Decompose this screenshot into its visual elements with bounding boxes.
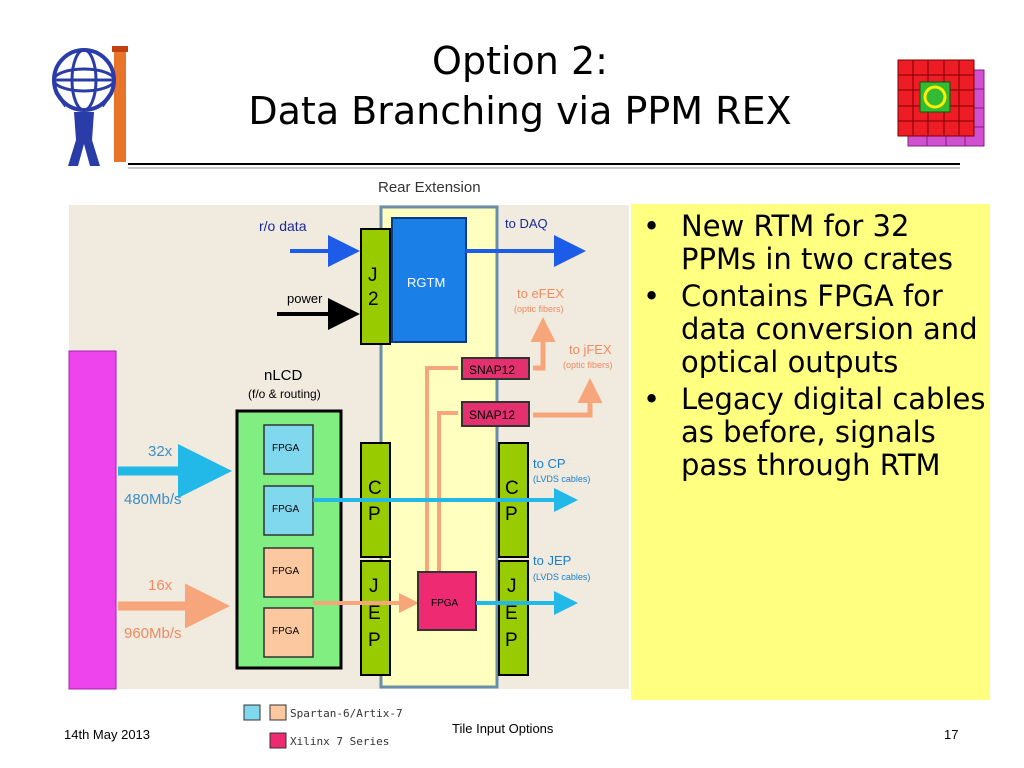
title-rule-shadow	[128, 167, 960, 169]
j2-letter-2: 2	[368, 289, 379, 310]
nlcd-fpga-4-label: FPGA	[272, 626, 300, 637]
legend-spartan-label: Spartan-6/Artix-7	[290, 707, 403, 720]
nlcd-fpga-1	[263, 424, 314, 475]
jep-connector-right	[498, 560, 529, 676]
jep-right-letter-2: E	[505, 603, 518, 624]
bullet-list: • New RTM for 32 PPMs in two crates • Cont…	[631, 204, 990, 482]
efex-fiber-arrow	[530, 317, 556, 371]
fpga-to-snap12-b	[437, 411, 458, 572]
bullet-dot: •	[643, 382, 661, 416]
rex-fpga	[417, 571, 477, 631]
nlcd-label: nLCD	[264, 367, 303, 384]
footer-title: Tile Input Options	[452, 721, 554, 736]
to-cp-label: to CP	[533, 456, 566, 471]
snap12-a	[461, 357, 530, 380]
to-jfex-sub: (optic fibers)	[563, 360, 613, 370]
calorimeter-grid-icon	[897, 59, 985, 147]
to-jfex-label: to jFEX	[569, 342, 612, 357]
fpga-to-snap12-a	[425, 366, 458, 572]
jep-left-letter-1: J	[369, 576, 379, 597]
rgtm-label: RGTM	[407, 275, 445, 290]
power-label: power	[287, 291, 323, 306]
page-number: 17	[944, 727, 959, 742]
title-rule	[128, 163, 960, 165]
rgtm-block	[391, 217, 467, 343]
snap12-a-label: SNAP12	[469, 363, 515, 377]
bullet-item: • Contains FPGA for data conversion and o…	[631, 280, 990, 379]
slide-title: Option 2: Data Branching via PPM REX	[140, 36, 900, 136]
to-jep-sub: (LVDS cables)	[533, 572, 590, 582]
to-efex-label: to eFEX	[517, 286, 564, 301]
legend-swatch-cyan	[243, 704, 261, 721]
backplane-bar	[68, 350, 117, 690]
to-efex-sub: (optic fibers)	[514, 304, 564, 314]
title-line-2: Data Branching via PPM REX	[248, 89, 792, 133]
ro-data-label: r/o data	[259, 218, 307, 234]
bullet-item: • Legacy digital cables as before, signal…	[631, 383, 990, 482]
jep-left-letter-2: E	[368, 603, 381, 624]
cp-left-letter-2: P	[368, 504, 381, 525]
to-cp-sub: (LVDS cables)	[533, 474, 590, 484]
bullet-text: Legacy digital cables as before, signals…	[681, 382, 986, 482]
nlcd-sublabel: (f/o & routing)	[248, 387, 321, 401]
to-daq-label: to DAQ	[505, 216, 548, 231]
nlcd-fpga-3-label: FPGA	[272, 566, 300, 577]
bullet-box: • New RTM for 32 PPMs in two crates • Cont…	[631, 204, 990, 700]
legend-xilinx-label: Xilinx 7 Series	[290, 735, 389, 748]
input-bottom-rate: 960Mb/s	[124, 625, 182, 642]
snap12-b	[461, 401, 530, 427]
input-top-count: 32x	[148, 443, 173, 460]
input-bottom-count: 16x	[148, 577, 173, 594]
title-line-1: Option 2:	[432, 39, 608, 83]
snap12-b-label: SNAP12	[469, 408, 515, 422]
nlcd-fpga-3	[263, 547, 314, 598]
jep-connector-left	[360, 560, 391, 676]
cp-left-letter-1: C	[368, 478, 382, 499]
to-jep-label: to JEP	[533, 553, 571, 568]
nlcd-fpga-2-label: FPGA	[272, 504, 300, 515]
nlcd-fpga-1-label: FPGA	[272, 443, 300, 454]
jfex-fiber-arrow	[533, 378, 603, 418]
j2-connector	[360, 228, 391, 345]
jep-left-letter-3: P	[368, 630, 381, 651]
nlcd-fpga-2	[263, 485, 314, 536]
input-top-rate: 480Mb/s	[124, 491, 182, 508]
rear-extension-label: Rear Extension	[378, 179, 481, 196]
nlcd-fpga-4	[263, 607, 314, 658]
rex-diagram: Rear Extension r/o data power J 2 RGTM t…	[68, 179, 629, 749]
rex-fpga-label: FPGA	[431, 598, 459, 609]
legend-swatch-peach	[269, 704, 287, 721]
bullet-item: • New RTM for 32 PPMs in two crates	[631, 210, 990, 276]
jep-right-letter-3: P	[505, 630, 518, 651]
cp-right-letter-2: P	[505, 504, 518, 525]
bullet-dot: •	[643, 209, 661, 243]
jep-right-letter-1: J	[507, 576, 517, 597]
bullet-dot: •	[643, 279, 661, 313]
atlas-logo-icon	[52, 46, 128, 166]
bullet-text: New RTM for 32 PPMs in two crates	[681, 209, 953, 276]
legend-swatch-pink	[269, 732, 287, 749]
bullet-text: Contains FPGA for data conversion and op…	[681, 279, 978, 379]
footer-date: 14th May 2013	[64, 727, 151, 742]
cp-right-letter-1: C	[505, 478, 519, 499]
j2-letter-1: J	[368, 265, 378, 286]
